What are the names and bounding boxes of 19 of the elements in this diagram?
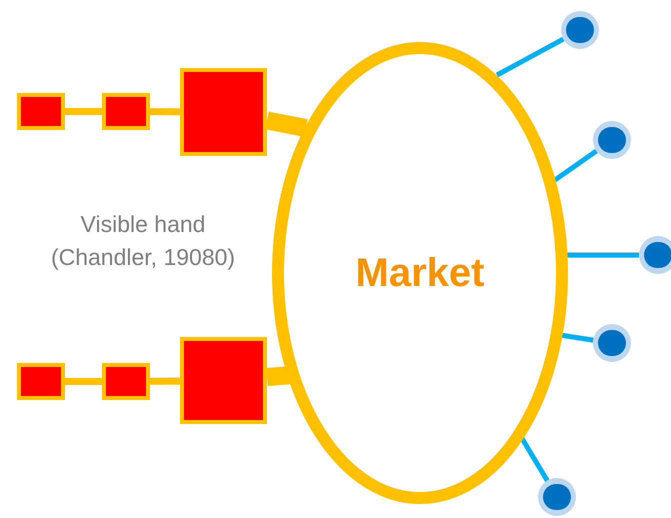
firm-square <box>102 363 150 400</box>
connector-line <box>560 332 594 343</box>
connector-line <box>150 108 180 116</box>
firm-square <box>180 337 267 424</box>
firm-square <box>17 363 65 400</box>
connector-line <box>65 378 102 385</box>
market-label: Market <box>356 250 484 297</box>
connector-line <box>554 148 598 182</box>
firm-square <box>17 93 65 130</box>
market-ellipse <box>272 42 568 504</box>
firm-square <box>180 68 267 156</box>
connector-line <box>265 112 308 137</box>
connector-line <box>65 108 102 115</box>
connector-line <box>150 377 180 385</box>
connector-line <box>496 36 564 78</box>
connector-line <box>266 366 293 386</box>
note-text: Visible hand (Chandler, 19080) <box>50 210 236 272</box>
firm-square <box>102 93 150 130</box>
connector-line <box>566 252 639 258</box>
